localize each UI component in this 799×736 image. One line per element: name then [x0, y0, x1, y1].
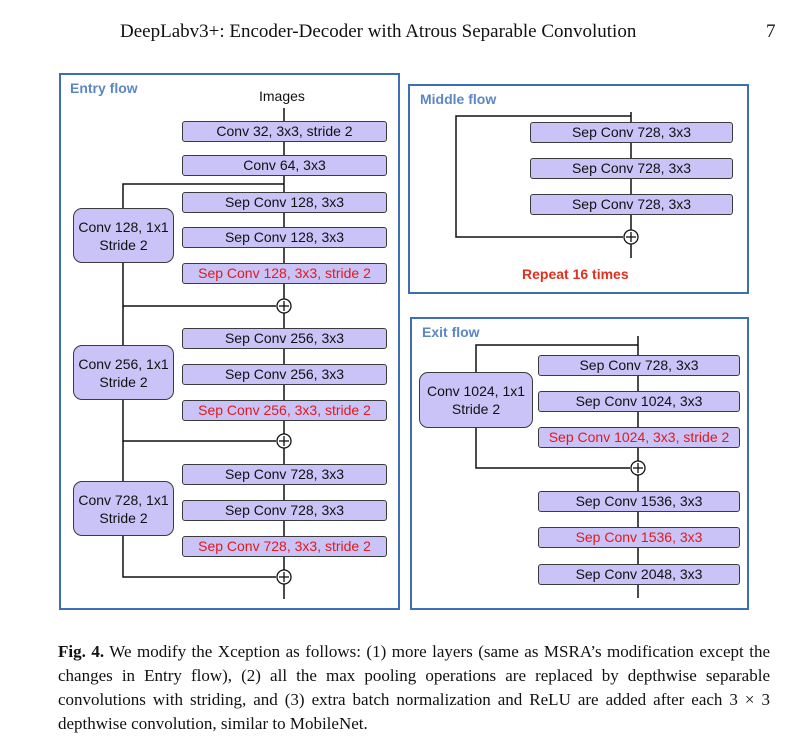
- middle-sepconv-1: Sep Conv 728, 3x3: [530, 122, 733, 143]
- middle-flow-title: Middle flow: [420, 91, 497, 107]
- caption-text: We modify the Xception as follows: (1) m…: [58, 642, 770, 733]
- entry-conv-1: Conv 32, 3x3, stride 2: [182, 121, 387, 142]
- page-number: 7: [766, 21, 776, 42]
- exit-sepconv-1024: Sep Conv 1024, 3x3: [538, 391, 740, 412]
- figure-label: Fig. 4.: [58, 642, 105, 661]
- exit-sepconv-2048: Sep Conv 2048, 3x3: [538, 564, 740, 585]
- exit-flow-title: Exit flow: [422, 324, 480, 340]
- exit-flow-panel: Exit flow: [410, 317, 749, 610]
- entry-sepconv-256-b: Sep Conv 256, 3x3: [182, 364, 387, 385]
- entry-sepconv-128-a: Sep Conv 128, 3x3: [182, 192, 387, 213]
- entry-sepconv-256-a: Sep Conv 256, 3x3: [182, 328, 387, 349]
- input-label: Images: [259, 88, 305, 104]
- entry-sepconv-728-a: Sep Conv 728, 3x3: [182, 464, 387, 485]
- entry-conv-2: Conv 64, 3x3: [182, 155, 387, 176]
- shortcut-line2: Stride 2: [451, 401, 501, 417]
- shortcut-line1: Conv 1024, 1x1: [426, 383, 526, 399]
- exit-sepconv-1024-stride: Sep Conv 1024, 3x3, stride 2: [538, 427, 740, 448]
- shortcut-line2: Stride 2: [99, 509, 148, 526]
- entry-flow-title: Entry flow: [70, 80, 138, 96]
- figure-caption: Fig. 4. We modify the Xception as follow…: [58, 640, 770, 736]
- middle-flow-panel: Middle flow: [408, 84, 749, 294]
- entry-flow-panel: Entry flow: [59, 73, 400, 610]
- entry-sepconv-128-b: Sep Conv 128, 3x3: [182, 227, 387, 248]
- entry-shortcut-conv-256: Conv 256, 1x1 Stride 2: [73, 345, 174, 400]
- middle-sepconv-2: Sep Conv 728, 3x3: [530, 158, 733, 179]
- shortcut-line1: Conv 728, 1x1: [78, 491, 169, 508]
- entry-sepconv-128-stride: Sep Conv 128, 3x3, stride 2: [182, 263, 387, 284]
- shortcut-line2: Stride 2: [99, 236, 148, 253]
- shortcut-line2: Stride 2: [99, 373, 148, 390]
- shortcut-line1: Conv 256, 1x1: [78, 355, 169, 372]
- page-header: DeepLabv3+: Encoder-Decoder with Atrous …: [0, 21, 799, 49]
- repeat-note: Repeat 16 times: [522, 266, 629, 282]
- running-title: DeepLabv3+: Encoder-Decoder with Atrous …: [120, 21, 637, 42]
- exit-sepconv-1536-b: Sep Conv 1536, 3x3: [538, 527, 740, 548]
- middle-sepconv-3: Sep Conv 728, 3x3: [530, 194, 733, 215]
- exit-shortcut-conv-1024: Conv 1024, 1x1 Stride 2: [419, 372, 533, 428]
- exit-sepconv-728: Sep Conv 728, 3x3: [538, 355, 740, 376]
- entry-sepconv-256-stride: Sep Conv 256, 3x3, stride 2: [182, 400, 387, 421]
- entry-shortcut-conv-728: Conv 728, 1x1 Stride 2: [73, 481, 174, 536]
- entry-sepconv-728-b: Sep Conv 728, 3x3: [182, 500, 387, 521]
- entry-shortcut-conv-128: Conv 128, 1x1 Stride 2: [73, 208, 174, 263]
- shortcut-line1: Conv 128, 1x1: [78, 218, 169, 235]
- entry-sepconv-728-stride: Sep Conv 728, 3x3, stride 2: [182, 536, 387, 557]
- exit-sepconv-1536-a: Sep Conv 1536, 3x3: [538, 491, 740, 512]
